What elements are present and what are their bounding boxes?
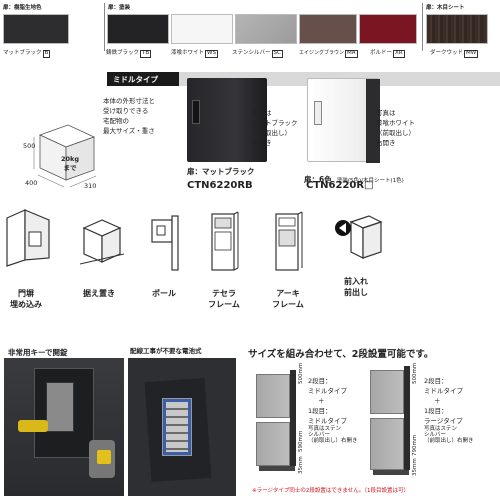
model-number-black: CTN6220RB: [187, 180, 253, 191]
battery-photo: [128, 358, 236, 496]
divider: [422, 3, 423, 51]
swatch-aging-brown: [299, 14, 357, 44]
battery-title: 配線工事が不要な電池式: [130, 347, 202, 355]
dim-total-right: 790mm: [412, 434, 418, 456]
swatch-dark-wood: [426, 14, 488, 44]
swatch-stainless-silver: [235, 14, 297, 44]
keypad-icon: [314, 101, 322, 125]
dim-width: 310: [84, 182, 97, 190]
group-label-paint: 扉：塗装: [108, 5, 131, 11]
tessera-frame-icon: [211, 211, 239, 271]
pole-icon: [151, 215, 179, 271]
dim-base-left: 35mm: [298, 456, 304, 474]
section-title-tag: [107, 72, 179, 86]
model-number-white: CTN6220R□: [306, 180, 374, 191]
swatch-plaster-white: [171, 14, 233, 44]
product-image-black: [187, 78, 267, 162]
group-label-wood: 扉：木目シート: [426, 5, 465, 11]
swatch-bordeaux: [359, 14, 417, 44]
size-description: 本体の外形寸法と 受け取りできる 宅配物の 最大サイズ・重さ: [103, 97, 155, 135]
stack-title: サイズを組み合わせて、2段設置可能です。: [248, 349, 434, 360]
dim-top-left: 500mm: [298, 362, 304, 384]
emergency-key-photo: [4, 358, 124, 496]
door-label-black: 扉：マットブラック: [187, 167, 255, 176]
footnote: ※ラージタイプ同士の2段設置はできません。（1段目設置は可）: [252, 488, 409, 494]
keypad-icon: [192, 100, 200, 124]
swatch-cast-iron-black: [107, 14, 169, 44]
install-label-pole: ポール: [152, 289, 176, 298]
max-weight-label: 20kg まで: [61, 155, 80, 172]
dim-depth: 400: [25, 179, 38, 187]
door-label-six-colors: 扉：6色 塗装(5色)/木目シート(1色): [304, 175, 404, 184]
size-cube-diagram: [33, 124, 97, 188]
dim-height: 500: [23, 142, 36, 150]
wall-embed-icon: [6, 209, 50, 267]
dim-total-left: 590mm: [298, 430, 304, 452]
install-label-tessera: テセラフレーム: [208, 289, 240, 309]
swatch-matte-black: [3, 14, 69, 44]
photo-note-white: 写真は 漆喰ホワイト （前取出し） 右開き: [376, 109, 415, 147]
floor-stand-icon: [79, 219, 125, 265]
install-label-floor: 据え置き: [83, 289, 115, 298]
product-image-white: [307, 78, 380, 163]
emergency-key-title: 非常用キーで開錠: [8, 348, 68, 357]
stack-desc-left: 2段目： ミドルタイプ ＋ 1段目： ミドルタイプ 写真はステン シルバー （前…: [308, 377, 358, 445]
install-label-wall: 門塀埋め込み: [10, 289, 42, 309]
divider: [104, 3, 105, 51]
install-label-arch: アーキフレーム: [272, 289, 304, 309]
stack-desc-right: 2段目： ミドルタイプ ＋ 1段目： ラージタイプ 写真はステン シルバー （前…: [424, 377, 474, 445]
front-in-out-icon: [335, 215, 383, 259]
section-title: ミドルタイプ: [113, 75, 158, 84]
install-label-front: 前入れ前出し: [344, 277, 368, 297]
photo-note-black: 写真は マットブラック （前取出し） 右開き: [252, 109, 298, 147]
dim-top-right: 500mm: [412, 362, 418, 384]
dim-base-right: 35mm: [412, 458, 418, 476]
group-label-resin: 扉：樹脂生地色: [3, 5, 42, 11]
arch-frame-icon: [275, 211, 303, 271]
stack-image-right: [370, 364, 410, 476]
stack-image-left: [256, 364, 296, 472]
